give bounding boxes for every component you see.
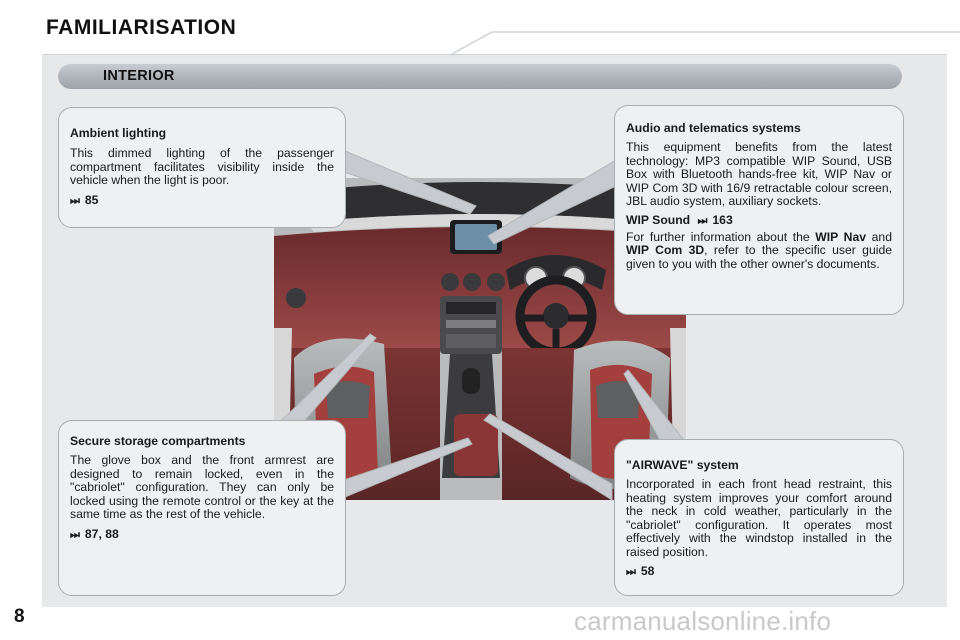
page-ref-arrow-icon: ⏭ (626, 565, 636, 578)
header-tab-shape (0, 0, 960, 55)
audio-info-wip-com: WIP Com 3D (626, 243, 705, 258)
callout-audio-telematics: Audio and telematics systems This equipm… (614, 105, 904, 315)
connector-storage-armrest (337, 437, 473, 501)
section-title: INTERIOR (103, 68, 175, 84)
connector-airwave-left (483, 413, 613, 501)
storage-heading: Secure storage compartments (70, 434, 246, 448)
storage-ref-number: 87, 88 (84, 526, 119, 541)
wip-sound-ref[interactable]: WIP Sound ⏭ 163 (626, 212, 892, 229)
connector-storage-glovebox (274, 333, 377, 427)
connector-airwave-right (623, 369, 686, 441)
header-band (0, 0, 960, 58)
wip-sound-label: WIP Sound (626, 212, 691, 227)
page-number: 8 (14, 606, 25, 627)
ambient-heading: Ambient lighting (70, 126, 167, 140)
section-bar (58, 63, 902, 89)
page-title: FAMILIARISATION (46, 16, 237, 39)
ambient-ref-number: 85 (84, 192, 99, 207)
ambient-page-ref[interactable]: ⏭ 85 (70, 192, 334, 209)
audio-info-wip-nav: WIP Nav (815, 229, 867, 244)
audio-heading: Audio and telematics systems (626, 121, 801, 135)
storage-body: The glove box and the front armrest are … (70, 453, 334, 522)
audio-info: For further information about the WIP Na… (626, 229, 892, 272)
connector-audio (487, 159, 617, 245)
page-ref-arrow-icon: ⏭ (70, 194, 80, 207)
wip-sound-ref-number: 163 (712, 212, 733, 227)
connector-ambient (337, 147, 477, 215)
page-ref-arrow-icon: ⏭ (70, 528, 80, 541)
airwave-ref-number: 58 (640, 563, 655, 578)
callout-secure-storage: Secure storage compartments The glove bo… (58, 420, 346, 596)
airwave-body: Incorporated in each front head restrain… (626, 477, 892, 559)
airwave-heading: "AIRWAVE" system (626, 458, 739, 472)
storage-page-ref[interactable]: ⏭ 87, 88 (70, 526, 334, 543)
ambient-body: This dimmed lighting of the passenger co… (70, 146, 334, 188)
callout-airwave: "AIRWAVE" system Incorporated in each fr… (614, 439, 904, 596)
audio-info-pre: For further information about the (626, 229, 810, 244)
audio-body: This equipment benefits from the latest … (626, 140, 892, 209)
airwave-page-ref[interactable]: ⏭ 58 (626, 563, 892, 580)
callout-ambient-lighting: Ambient lighting This dimmed lighting of… (58, 107, 346, 228)
page-ref-arrow-icon: ⏭ (697, 214, 708, 227)
audio-info-and: and (871, 229, 892, 244)
audio-info-post: , refer to the specific user guide given… (626, 243, 892, 271)
watermark-text: carmanualsonline.info (574, 606, 832, 636)
